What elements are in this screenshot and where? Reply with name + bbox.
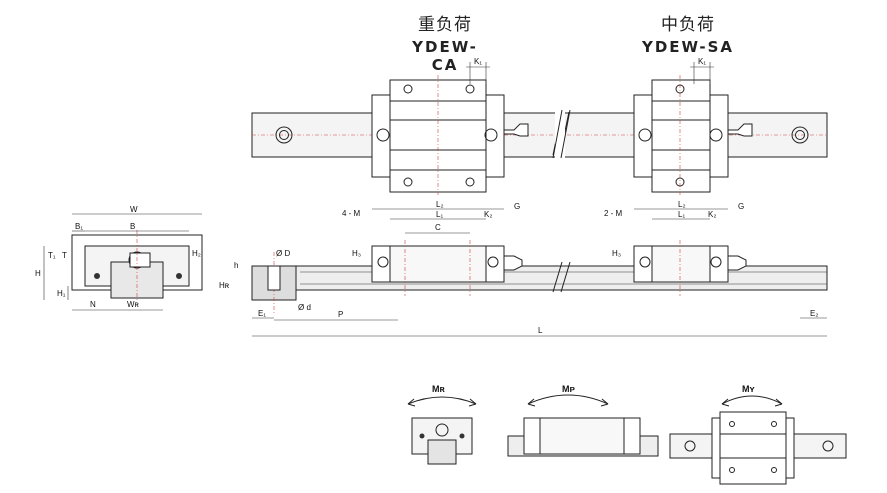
heavy-k2-label: K₂ bbox=[484, 210, 492, 219]
medium-load-title: 中负荷 YDEW-SA bbox=[638, 10, 738, 56]
dim-wr-label: Wʀ bbox=[127, 300, 140, 309]
k1-medium-label: K₁ bbox=[698, 57, 706, 66]
dim-h-label: H bbox=[35, 269, 41, 278]
my-label: Mʏ bbox=[742, 384, 755, 394]
medium-h3-label: H₃ bbox=[612, 249, 621, 258]
moment-mp: Mᴘ bbox=[507, 384, 659, 457]
heavy-h3-label: H₃ bbox=[352, 249, 361, 258]
dim-t-label: T bbox=[62, 251, 67, 260]
dim-n-label: N bbox=[90, 300, 96, 309]
dim-d-label: Ø D bbox=[276, 249, 290, 258]
dim-p-label: P bbox=[338, 310, 343, 319]
mp-label: Mᴘ bbox=[562, 384, 575, 394]
side-view: Ø D h Hʀ Ø d E₁ P L E₂ 4 - M L₂ L₁ C K₂ … bbox=[219, 200, 828, 337]
dim-b1-label: B₁ bbox=[75, 222, 83, 231]
dim-l-label: L bbox=[538, 326, 543, 335]
dim-e1-label: E₁ bbox=[258, 309, 266, 318]
dim-w-label: W bbox=[130, 205, 138, 214]
heavy-thread-label: 4 - M bbox=[342, 209, 361, 218]
heavy-g-label: G bbox=[514, 202, 520, 211]
mr-label: Mʀ bbox=[432, 384, 445, 394]
heavy-l2-label: L₂ bbox=[436, 200, 444, 209]
heavy-l1-label: L₁ bbox=[436, 210, 443, 219]
medium-load-cn-label: 中负荷 bbox=[661, 15, 715, 35]
dim-h-small-label: h bbox=[234, 261, 238, 270]
medium-k2-label: K₂ bbox=[708, 210, 716, 219]
heavy-load-title: 重负荷 YDEW-CA bbox=[400, 10, 490, 74]
heavy-load-model: YDEW-CA bbox=[412, 38, 478, 74]
dim-h2-label: H₂ bbox=[192, 249, 201, 258]
moment-my: Mʏ bbox=[669, 384, 847, 485]
heavy-load-cn-label: 重负荷 bbox=[418, 15, 472, 35]
medium-g-label: G bbox=[738, 202, 744, 211]
top-view-heavy-block: K₁ bbox=[371, 57, 529, 195]
top-view-rail bbox=[251, 109, 828, 159]
medium-l2-label: L₂ bbox=[678, 200, 686, 209]
medium-l1-label: L₁ bbox=[678, 210, 685, 219]
medium-load-model: YDEW-SA bbox=[641, 38, 735, 56]
dim-h1-label: H₁ bbox=[57, 289, 66, 298]
dim-t1-label: T₁ bbox=[48, 251, 56, 260]
dim-d-small-label: Ø d bbox=[298, 303, 311, 312]
k1-heavy-label: K₁ bbox=[474, 57, 482, 66]
heavy-c-label: C bbox=[435, 223, 441, 232]
dim-hr-label: Hʀ bbox=[219, 281, 230, 290]
dim-b-label: B bbox=[130, 222, 135, 231]
top-view-medium-block: K₁ bbox=[633, 57, 753, 195]
end-view: W B₁ B T₁ T H₂ H H₁ N Wʀ bbox=[35, 205, 203, 311]
medium-thread-label: 2 - M bbox=[604, 209, 623, 218]
dim-e2-label: E₂ bbox=[810, 309, 818, 318]
moment-mr: Mʀ bbox=[407, 384, 477, 465]
